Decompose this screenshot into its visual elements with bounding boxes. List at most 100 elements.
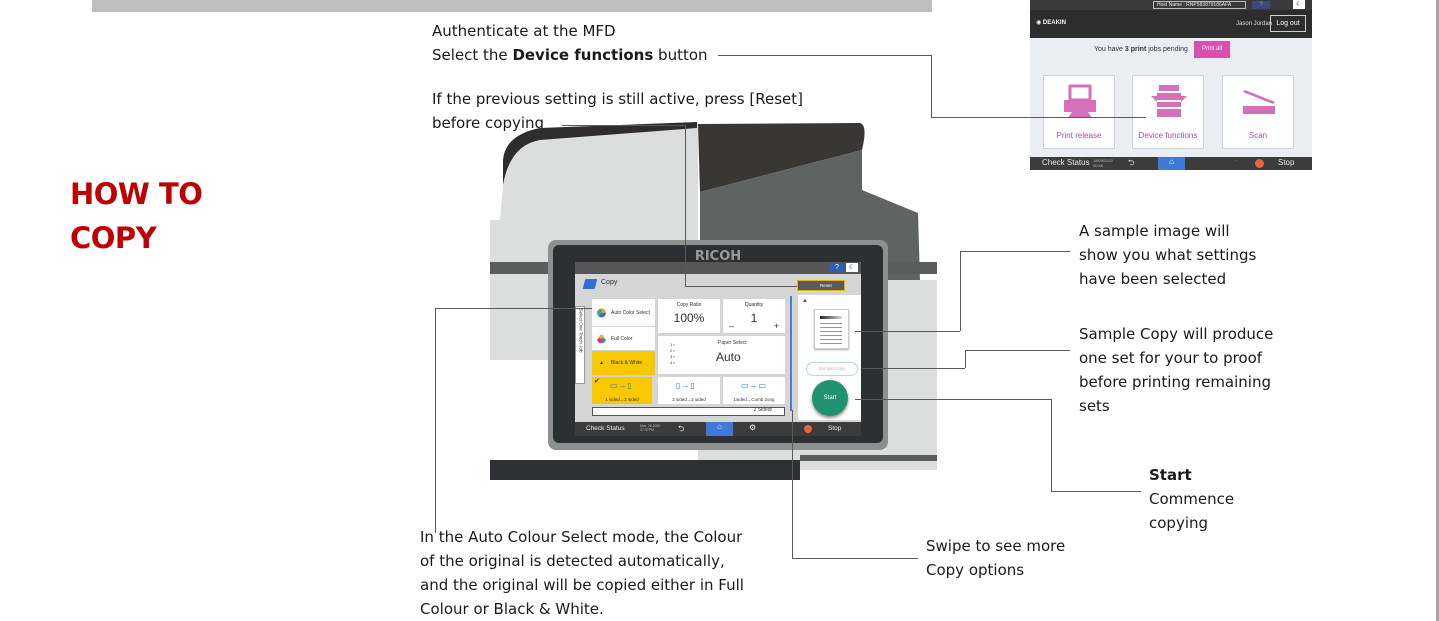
leader-swipe: [792, 410, 793, 558]
leader-sample-copy: [862, 368, 965, 369]
copy-app-icon: [582, 279, 598, 289]
full-color-button[interactable]: Full Color: [592, 327, 655, 350]
note-swipe: Swipe to see more Copy options: [926, 537, 1066, 579]
leader-sample-copy: [965, 350, 966, 368]
check-status-button[interactable]: Check Status: [1042, 158, 1090, 167]
leader-sample-image: [960, 251, 1070, 252]
note-sample-image: A sample image will show you what settin…: [1079, 222, 1257, 288]
leader-sample-image: [960, 251, 961, 331]
scrollbar[interactable]: [790, 296, 792, 411]
home-icon[interactable]: ⌂: [1158, 157, 1185, 170]
start-button[interactable]: Start: [812, 380, 848, 416]
leader-device-functions: [718, 55, 931, 56]
leader-start: [1051, 399, 1052, 491]
duplex-icon: ▯→▯: [676, 381, 696, 390]
energy-saver-button[interactable]: ☾: [846, 263, 858, 272]
quantity-plus-button[interactable]: +: [773, 321, 779, 331]
one-touch-job-tab[interactable]: Select One Touch Job: [575, 306, 585, 384]
leader-auto-colour: [435, 308, 436, 533]
back-icon[interactable]: ⮌: [678, 424, 685, 433]
duplex-option-comb[interactable]: ▭→▭ 1sided→Comb 2orig: [723, 377, 785, 404]
logout-button[interactable]: Log out: [1270, 15, 1306, 32]
more-options-strip[interactable]: 2 Sided/: [592, 407, 785, 416]
tray-list: 1 ▪ 2 ▪ 3 ▪ 4 ▪: [670, 342, 675, 365]
check-status-button[interactable]: Check Status: [586, 425, 625, 432]
app-title: Copy: [601, 279, 618, 286]
note-authenticate: Authenticate at the MFD Select the Devic…: [432, 22, 708, 64]
copy-screen: ? ☾ Copy Reset Select One Touch Job Auto…: [575, 262, 861, 436]
deakin-logo: ◉ DEAKIN: [1036, 20, 1066, 26]
print-release-tile[interactable]: Print release: [1043, 75, 1115, 149]
help-button[interactable]: ?: [1252, 1, 1270, 9]
leader-start: [855, 399, 1051, 400]
print-all-button[interactable]: Print all: [1194, 41, 1230, 58]
leader-sample-image: [855, 331, 960, 332]
note-auto-colour: In the Auto Colour Select mode, the Colo…: [420, 528, 744, 618]
pending-jobs-text: You have 3 print jobs pending: [1094, 46, 1188, 53]
copy-ratio-tile[interactable]: Copy Ratio 100%: [658, 299, 720, 333]
page-title: HOW TO COPY: [70, 177, 203, 255]
brand-logo: RICOH: [695, 249, 741, 264]
help-button[interactable]: ?: [830, 263, 844, 272]
note-reset: If the previous setting is still active,…: [432, 90, 803, 132]
page-edge: [1436, 0, 1439, 621]
sample-preview-image: [814, 309, 849, 349]
auto-color-icon: [597, 308, 606, 317]
gear-icon[interactable]: ⚙: [749, 423, 757, 432]
body-stripe-lower: [800, 455, 937, 461]
energy-saver-button[interactable]: ☾: [1293, 0, 1305, 9]
stop-icon: [804, 425, 812, 433]
stop-icon: [1255, 159, 1264, 168]
stop-button[interactable]: Stop: [1278, 158, 1295, 167]
duplex-icon: ▭→▯: [610, 381, 633, 390]
scanner-icon: [1243, 90, 1275, 114]
quantity-tile[interactable]: Quantity 1 – +: [723, 299, 785, 333]
copier-icon: [1151, 85, 1187, 117]
duplex-icon: ▭→▭: [741, 381, 768, 390]
note-start: Start Commence copying: [1149, 466, 1235, 532]
auto-color-select-button[interactable]: Auto Color Select: [592, 299, 655, 326]
paper-select-tile[interactable]: 1 ▪ 2 ▪ 3 ▪ 4 ▪ Paper Select Auto: [658, 336, 785, 374]
paper-drawer: [490, 460, 800, 480]
leader-auto-colour: [435, 308, 592, 309]
quantity-minus-button[interactable]: –: [729, 321, 735, 331]
screen-top-strip: [575, 262, 861, 274]
black-white-button[interactable]: ▲ Black & White: [592, 351, 655, 375]
output-tray: [698, 123, 865, 192]
leader-start: [1051, 491, 1141, 492]
stop-button[interactable]: Stop: [828, 425, 842, 432]
leader-reset: [685, 125, 686, 287]
status-dot: ◦: [1235, 158, 1237, 164]
leader-reset: [562, 125, 685, 126]
color-mode-indicator-icon: ▲: [802, 298, 808, 304]
host-name: Host Name : RNP583879186AFA: [1153, 1, 1246, 9]
duplex-option-1-2[interactable]: ✔ ▭→▯ 1 sided→2 sided: [592, 377, 652, 404]
header-bar: [92, 0, 932, 12]
device-functions-tile[interactable]: Device functions: [1132, 75, 1204, 149]
printer-icon: [1064, 84, 1096, 118]
user-name: Jason Jordan: [1236, 21, 1273, 27]
black-white-icon: ▲: [599, 360, 604, 366]
checkmark-icon: ✔: [594, 378, 600, 385]
leader-swipe: [792, 558, 918, 559]
home-header: ◉ DEAKIN Jason Jordan Log out: [1030, 10, 1312, 38]
leader-device-functions: [931, 55, 932, 117]
duplex-option-2-2[interactable]: ▯→▯ 2 sided→2 sided: [658, 377, 720, 404]
full-color-icon: [597, 334, 606, 343]
adf-lid-edge: [503, 122, 697, 185]
scan-tile[interactable]: Scan: [1222, 75, 1294, 149]
home-screen: Host Name : RNP583879186AFA ? ☾ ◉ DEAKIN…: [1030, 0, 1312, 170]
leader-device-functions: [931, 117, 1146, 118]
home-icon[interactable]: ⌂: [706, 422, 733, 436]
leader-reset: [685, 286, 797, 287]
sample-copy-button[interactable]: Sample Copy: [806, 362, 858, 376]
home-top-strip: Host Name : RNP583879186AFA ? ☾: [1030, 0, 1312, 10]
leader-sample-copy: [965, 350, 1070, 351]
reset-button[interactable]: Reset: [797, 280, 845, 291]
note-sample-copy: Sample Copy will produce one set for you…: [1079, 325, 1274, 415]
back-icon[interactable]: ⮌: [1128, 158, 1135, 167]
